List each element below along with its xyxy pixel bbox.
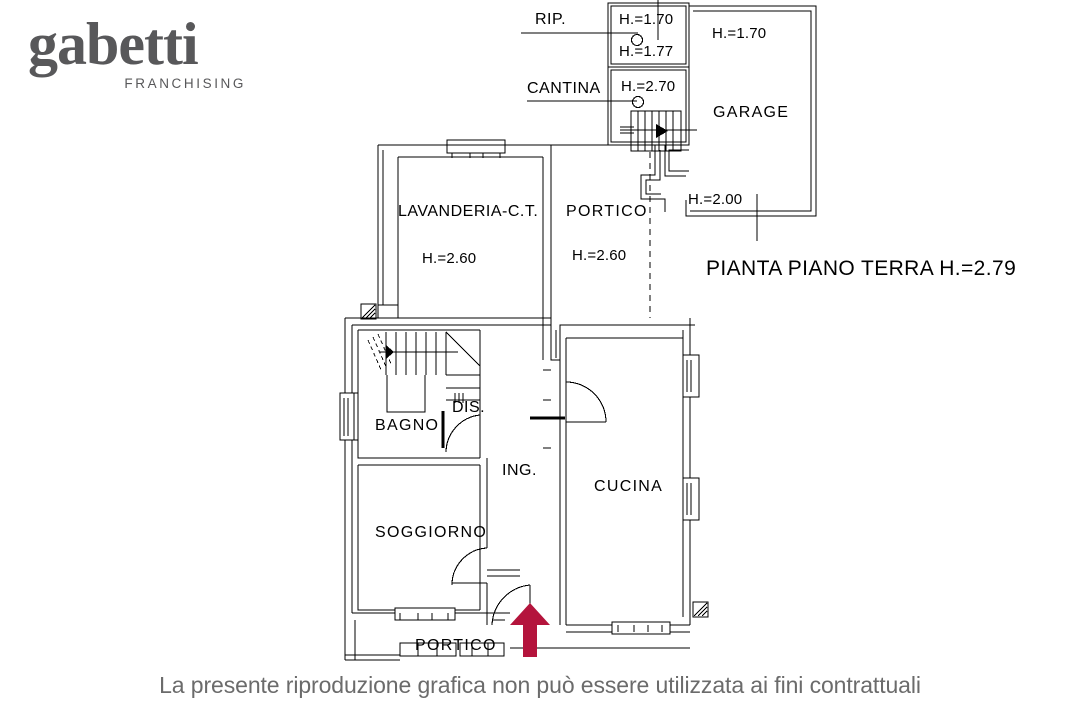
portico-door-opening xyxy=(530,369,565,449)
bagno-walls xyxy=(339,329,481,459)
portico-upper-right-walls xyxy=(640,145,666,212)
gabetti-logo: gabetti FRANCHISING xyxy=(28,14,288,104)
bagno-label: BAGNO xyxy=(375,417,440,434)
logo-tagline: FRANCHISING xyxy=(124,76,246,91)
cucina-walls xyxy=(550,318,695,635)
garage-label: GARAGE xyxy=(713,104,790,121)
dis-door-arc xyxy=(441,411,481,458)
portico-top-height: H.=2.60 xyxy=(572,247,627,264)
rip-callout-label: RIP. xyxy=(535,11,567,28)
rip-height-upper: H.=1.70 xyxy=(619,11,674,28)
cantina-callout-label: CANTINA xyxy=(527,80,601,97)
garage-walls xyxy=(664,5,817,217)
ingresso-walls xyxy=(486,318,544,625)
plan-title: PIANTA PIANO TERRA H.=2.79 xyxy=(706,257,1017,280)
rip-leader-line xyxy=(521,32,644,47)
garage-height: H.=1.70 xyxy=(712,25,767,42)
rip-height-lower: H.=1.77 xyxy=(619,43,674,60)
house-outer-walls xyxy=(344,317,551,620)
interior-stairs xyxy=(367,331,481,413)
ingresso-label: ING. xyxy=(502,462,537,479)
cantina-stairs xyxy=(620,110,697,152)
lavanderia-label: LAVANDERIA-C.T. xyxy=(398,203,539,220)
portico-top-label: PORTICO xyxy=(566,203,648,220)
portico-dashed-boundary xyxy=(570,144,651,318)
pillar-symbol-lower xyxy=(692,601,709,618)
soggiorno-walls xyxy=(344,464,510,661)
lavanderia-height: H.=2.60 xyxy=(422,250,477,267)
entrance-arrow-icon xyxy=(510,603,550,657)
soggiorno-door-arc xyxy=(451,547,488,586)
cucina-window-lower xyxy=(682,477,700,521)
lavanderia-portico-walls xyxy=(377,139,655,318)
disimpegno-label: DIS. xyxy=(452,399,486,416)
portico-bottom-label: PORTICO xyxy=(415,637,497,654)
cucina-window-upper xyxy=(682,354,700,398)
corridor-stub-walls xyxy=(487,569,520,577)
soggiorno-label: SOGGIORNO xyxy=(375,524,488,541)
cantina-leader-line xyxy=(527,95,645,109)
cucina-label: CUCINA xyxy=(594,478,664,495)
garage-height-secondary: H.=2.00 xyxy=(688,191,743,208)
portico-bottom-slab xyxy=(399,642,690,657)
cucina-door-arc xyxy=(565,345,607,423)
cantina-height: H.=2.70 xyxy=(621,78,676,95)
pillar-symbol-upper xyxy=(360,303,377,320)
logo-wordmark: gabetti xyxy=(28,11,199,77)
disclaimer-text: La presente riproduzione grafica non può… xyxy=(159,672,921,698)
